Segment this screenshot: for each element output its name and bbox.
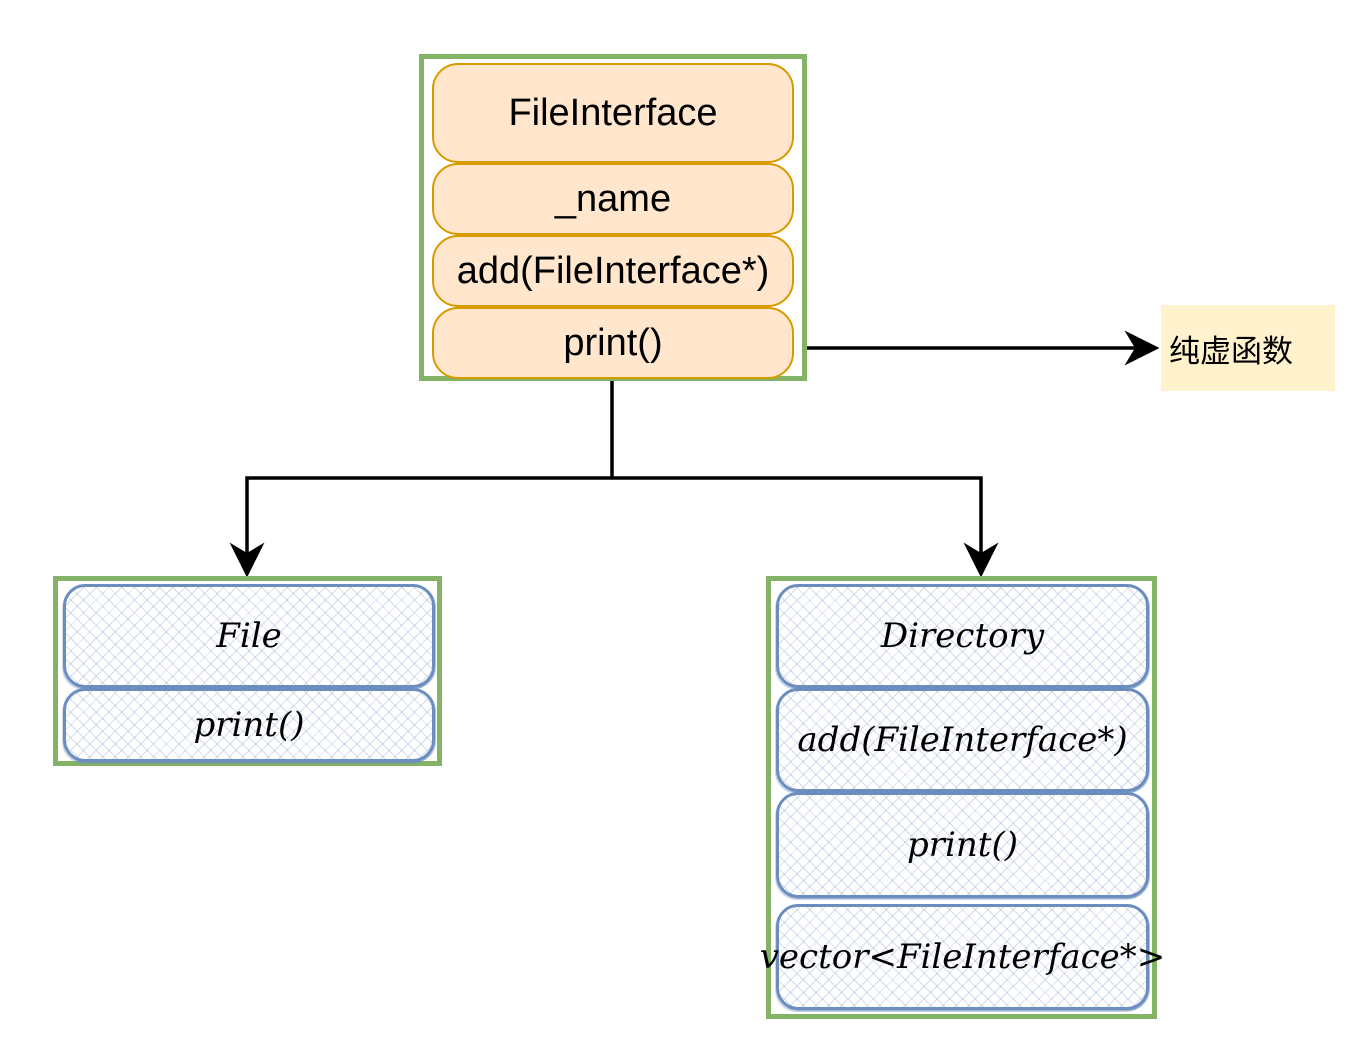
derived-class-directory[interactable]: Directory add(FileInterface*) print() ve…: [760, 576, 1165, 1019]
class-member-print: print(): [63, 688, 435, 762]
class-title: File: [63, 584, 435, 688]
class-member-print: print(): [776, 792, 1149, 898]
class-title: FileInterface: [432, 63, 794, 163]
inheritance-arrow-directory: [612, 476, 999, 578]
class-member-name: _name: [432, 163, 794, 235]
pure-virtual-note: 纯虚函数: [1161, 305, 1335, 391]
inheritance-arrow-file: [229, 476, 612, 578]
class-member-print: print(): [432, 307, 794, 379]
class-title: Directory: [776, 584, 1149, 688]
class-member-vector: vector<FileInterface*>: [760, 904, 1165, 1010]
derived-class-file[interactable]: File print(): [53, 576, 442, 766]
class-member-add: add(FileInterface*): [776, 688, 1149, 792]
base-class-fileinterface[interactable]: FileInterface _name add(FileInterface*) …: [419, 54, 807, 381]
class-member-add: add(FileInterface*): [432, 235, 794, 307]
